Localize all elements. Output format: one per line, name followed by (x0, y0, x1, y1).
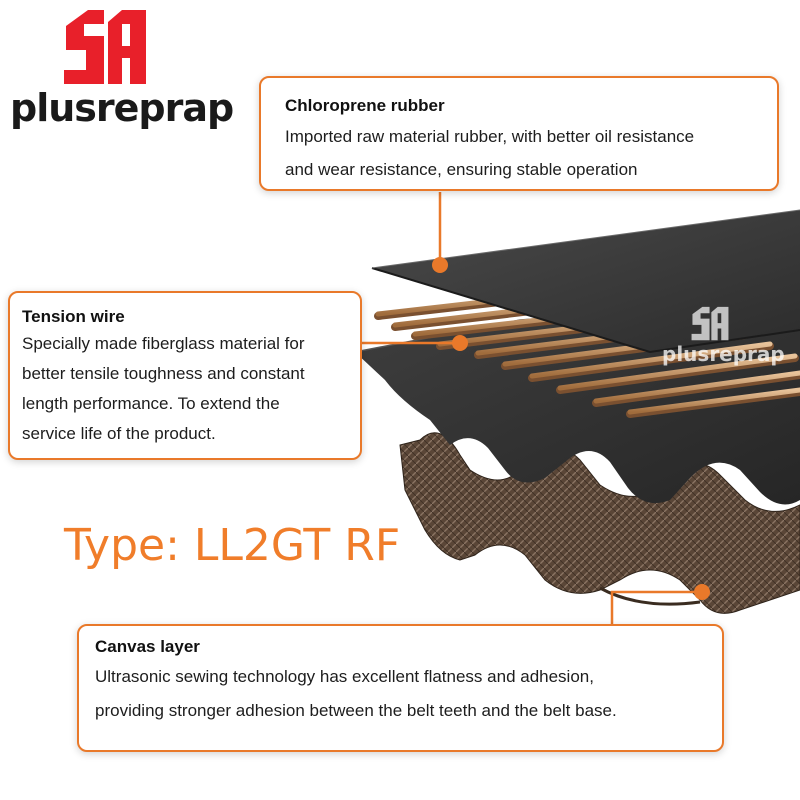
callout-title: Canvas layer (95, 637, 200, 656)
rubber-pointer-dot (432, 257, 448, 273)
callout-text-line: service life of the product. (22, 424, 216, 443)
callout-title: Tension wire (22, 307, 125, 326)
callout-text-line: better tensile toughness and constant (22, 364, 305, 383)
callout-text-line: length performance. To extend the (22, 394, 280, 413)
brand-logo: plusreprap (0, 0, 240, 150)
watermark: plusreprap (662, 306, 785, 376)
watermark-sa-icon (691, 306, 729, 341)
callout-text-line: and wear resistance, ensuring stable ope… (285, 160, 638, 179)
watermark-name: plusreprap (662, 342, 785, 366)
callout-text-line: Specially made fiberglass material for (22, 334, 305, 353)
callout-text-line: Ultrasonic sewing technology has excelle… (95, 667, 594, 686)
wire-pointer-dot (452, 335, 468, 351)
leader-lines (362, 192, 700, 624)
product-type-label: Type: LL2GT RF (64, 520, 401, 571)
brand-name: plusreprap (10, 86, 234, 130)
callout-chloroprene-rubber: Chloroprene rubber Imported raw material… (259, 76, 779, 191)
callout-canvas-layer: Canvas layer Ultrasonic sewing technolog… (77, 624, 724, 752)
sa-logo-icon (64, 10, 146, 84)
callout-tension-wire: Tension wire Specially made fiberglass m… (8, 291, 362, 460)
callout-title: Chloroprene rubber (285, 96, 445, 115)
callout-text-line: providing stronger adhesion between the … (95, 701, 617, 720)
canvas-pointer-dot (694, 584, 710, 600)
callout-text-line: Imported raw material rubber, with bette… (285, 127, 695, 146)
